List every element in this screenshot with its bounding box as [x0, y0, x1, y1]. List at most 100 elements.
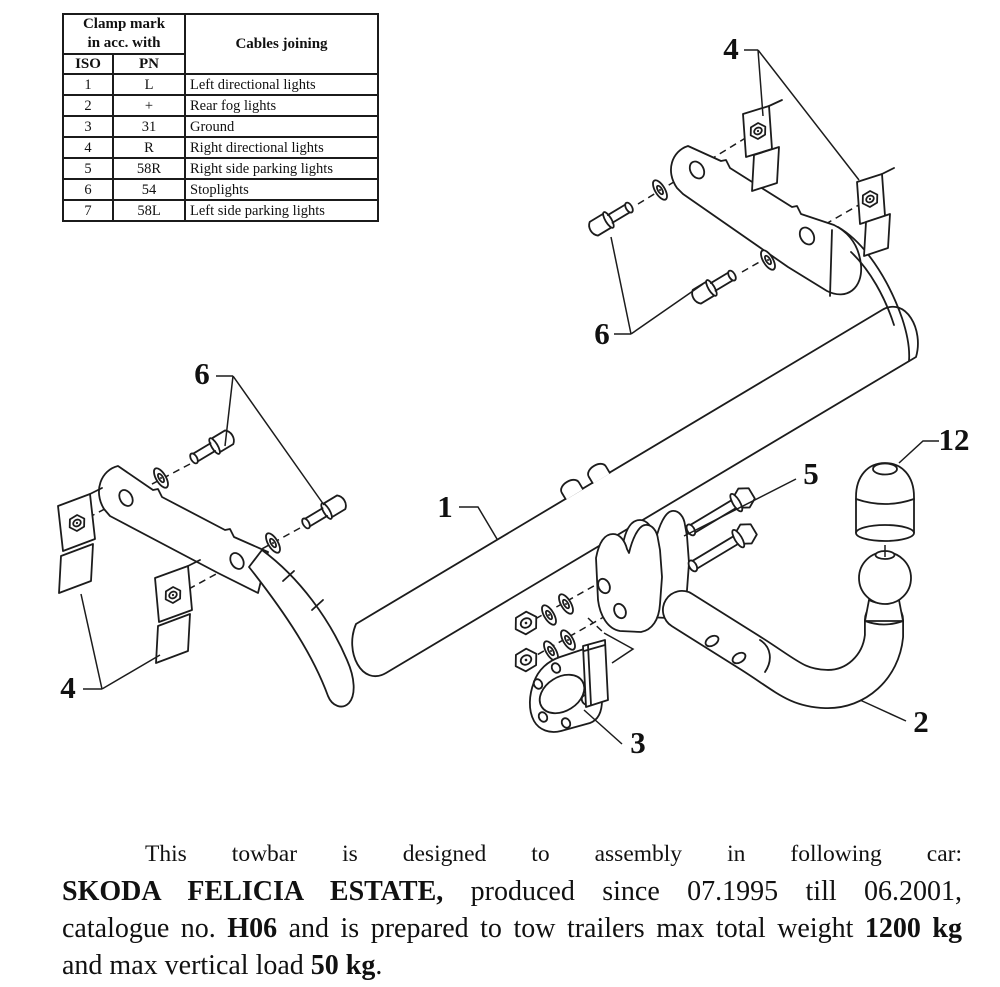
left-side-bracket — [98, 465, 355, 708]
socket-plate — [528, 639, 609, 733]
hex-bolt — [189, 429, 235, 465]
ball-mount-gusset-plates — [595, 510, 690, 633]
table-row: 2 + Rear fog lights — [62, 94, 379, 118]
callout-4-bottom: 4 — [60, 670, 76, 705]
washer — [543, 640, 559, 662]
header-clamp-mark: Clamp mark in acc. with — [62, 13, 186, 55]
table-row: 5 58R Right side parking lights — [62, 157, 379, 181]
cell-pn: L — [112, 73, 186, 97]
right-side-bracket — [670, 145, 911, 362]
clamp-plate — [154, 559, 201, 664]
paragraph-text: This towbar is designed to assembly in f… — [145, 841, 962, 867]
hex-bolt — [691, 269, 737, 305]
clamp-nut — [749, 122, 767, 140]
washer — [265, 532, 281, 554]
header-clamp-mark-line2: in acc. with — [87, 34, 161, 51]
cell-cables: Left side parking lights — [184, 199, 379, 223]
table-row: 1 L Left directional lights — [62, 73, 379, 97]
washer — [560, 629, 576, 651]
flange-nut — [514, 610, 538, 636]
shank-hole — [704, 634, 720, 648]
clamp-plate — [856, 167, 895, 257]
header-pn: PN — [112, 52, 186, 76]
paragraph-text: produced since 07.1995 till 06.2001, — [443, 876, 963, 907]
washer — [153, 467, 169, 489]
washer — [541, 604, 557, 626]
cell-cables: Stoplights — [184, 178, 379, 202]
table-row: 6 54 Stoplights — [62, 178, 379, 202]
max-vertical-load-text: 50 kg — [310, 950, 376, 981]
ball-cover-cap — [855, 462, 915, 557]
paragraph-line-2: SKODA FELICIA ESTATE, produced since 07.… — [62, 873, 962, 910]
cell-iso: 7 — [62, 199, 114, 223]
table-row: 3 31 Ground — [62, 115, 379, 139]
cell-cables: Rear fog lights — [184, 94, 379, 118]
paragraph-text: . — [375, 950, 383, 981]
header-clamp-mark-line1: Clamp mark — [82, 16, 166, 32]
bracket-hole — [798, 226, 816, 246]
max-weight-text: 1200 kg — [864, 913, 963, 944]
callout-4-top: 4 — [723, 31, 739, 66]
paragraph-text: and is prepared to tow trailers max tota… — [277, 913, 865, 944]
towball-swan-neck — [662, 550, 912, 709]
cell-pn: 31 — [112, 115, 186, 139]
callout-2: 2 — [913, 704, 929, 739]
bracket-hole — [688, 160, 706, 180]
paragraph-line-1: This towbar is designed to assembly in f… — [62, 836, 962, 873]
clamp-nut — [68, 514, 86, 532]
table-subheader-row: ISO PN — [62, 52, 378, 76]
cell-iso: 3 — [62, 115, 114, 139]
callout-5: 5 — [803, 456, 819, 491]
hex-bolt — [301, 494, 347, 530]
clamp-mark-table: Clamp mark in acc. with Cables joining I… — [62, 12, 379, 223]
header-cables-joining: Cables joining — [184, 12, 379, 76]
hex-bolt — [588, 201, 634, 237]
table-row: 4 R Right directional lights — [62, 136, 379, 160]
cell-pn: 54 — [112, 178, 186, 202]
flange-nut — [514, 647, 538, 673]
cell-pn: + — [112, 94, 186, 118]
car-model-text: SKODA FELICIA ESTATE, — [62, 876, 444, 907]
cell-cables: Left directional lights — [184, 73, 379, 97]
callout-3: 3 — [630, 725, 646, 760]
washer — [760, 249, 776, 271]
paragraph-text: and max vertical load — [62, 950, 311, 981]
shank-hole — [731, 651, 747, 665]
callout-leaders — [80, 49, 939, 745]
header-iso: ISO — [62, 52, 114, 76]
bracket-hole — [118, 489, 134, 507]
cell-iso: 5 — [62, 157, 114, 181]
callout-6-top: 6 — [594, 316, 610, 351]
long-hex-bolt — [687, 523, 758, 573]
cell-cables: Right directional lights — [184, 136, 379, 160]
description-paragraph: This towbar is designed to assembly in f… — [62, 836, 962, 984]
catalogue-number-text: H06 — [227, 913, 278, 944]
socket-hole — [538, 673, 586, 715]
towbar-assembly-diagram: 1 2 3 4 4 5 6 6 12 — [57, 31, 970, 760]
callout-1: 1 — [437, 489, 453, 524]
paragraph-line-4: and max vertical load 50 kg. — [62, 947, 962, 984]
bracket-hole — [229, 552, 245, 570]
clamp-plate — [57, 487, 103, 594]
tube-weld-bung — [560, 478, 584, 501]
bracket-flange — [248, 549, 355, 708]
cell-pn: R — [112, 136, 186, 160]
cell-pn: 58L — [112, 199, 186, 223]
cell-iso: 4 — [62, 136, 114, 160]
cell-iso: 6 — [62, 178, 114, 202]
washer — [558, 593, 574, 615]
cell-pn: 58R — [112, 157, 186, 181]
clamp-nut — [861, 190, 879, 208]
callout-6-left: 6 — [194, 356, 210, 391]
clamp-nut — [164, 586, 182, 604]
clamp-plate — [742, 99, 783, 192]
paragraph-text: catalogue no. — [62, 913, 228, 944]
table-header-row: Clamp mark in acc. with Cables joining — [62, 12, 379, 76]
cell-cables: Ground — [184, 115, 379, 139]
table-row: 7 58L Left side parking lights — [62, 199, 379, 223]
cell-iso: 1 — [62, 73, 114, 97]
callout-12: 12 — [939, 422, 970, 457]
paragraph-line-3: catalogue no. H06 and is prepared to tow… — [62, 910, 962, 947]
tube-weld-bung — [587, 462, 611, 485]
